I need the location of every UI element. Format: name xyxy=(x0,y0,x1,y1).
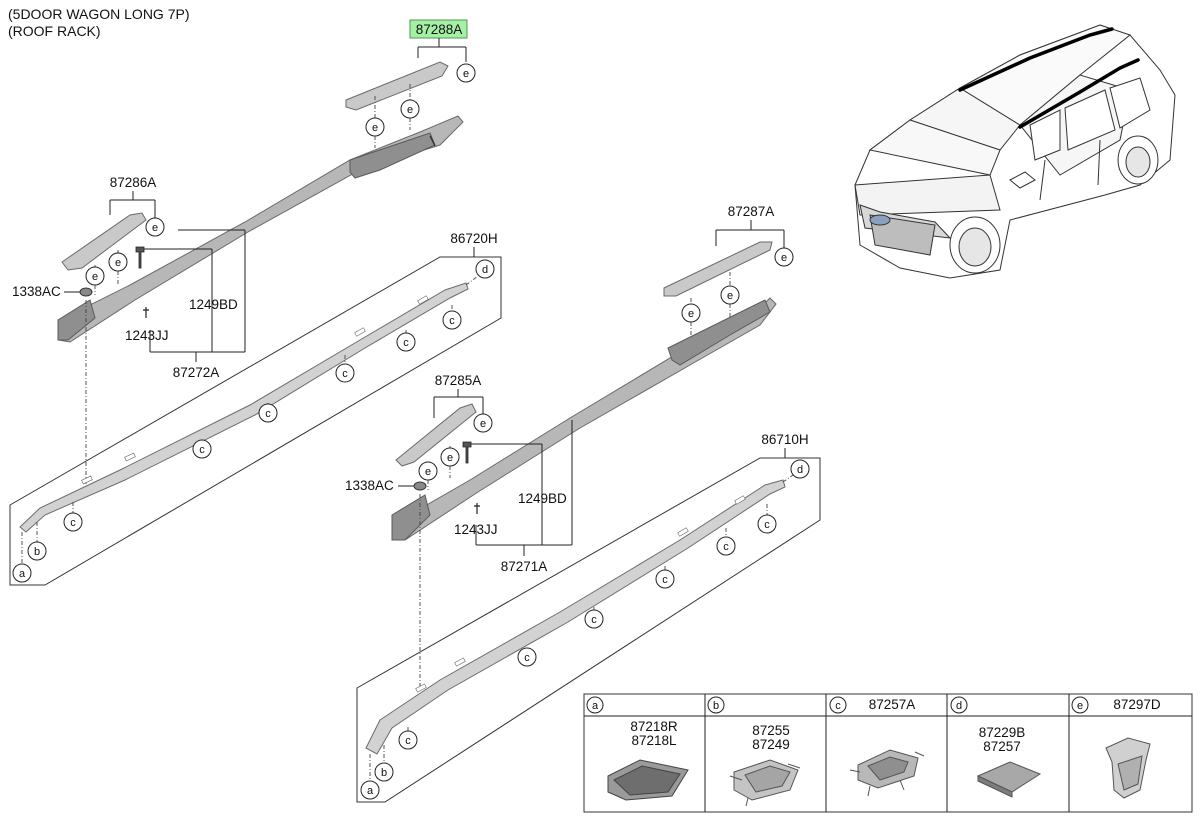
legend-e-part-1[interactable]: 87297D xyxy=(1113,697,1161,712)
legend-b-illustration xyxy=(729,759,801,807)
part-label-1243JJ[interactable]: 1243JJ xyxy=(125,328,169,343)
roof-rail-right-87271A: 87285A e e e 1338AC 1249BD 1243JJ 87271A xyxy=(345,297,777,688)
roof-moulding-86720H: 86720H d c c c c c c b a xyxy=(9,231,502,586)
moulding-clips-c: c c c c c c xyxy=(398,504,777,750)
callout-e: e xyxy=(115,257,121,269)
callout-c: c xyxy=(524,652,530,664)
legend-b-part-1[interactable]: 87255 xyxy=(752,723,790,738)
part-label-86720H[interactable]: 86720H xyxy=(450,231,497,246)
callout-a: a xyxy=(367,785,374,797)
moulding-clips-c: c c c c c c xyxy=(63,305,462,532)
legend-d-part-1[interactable]: 87229B xyxy=(979,725,1026,740)
diagram-header: (5DOOR WAGON LONG 7P) (ROOF RACK) xyxy=(8,6,190,40)
vehicle-illustration xyxy=(854,24,1176,279)
legend-key-a: a xyxy=(592,700,599,712)
callout-c: c xyxy=(342,368,348,380)
legend-a-illustration xyxy=(607,759,689,801)
callout-b: b xyxy=(381,767,387,779)
legend-e-illustration xyxy=(1105,737,1151,799)
callout-c: c xyxy=(199,444,205,456)
callout-c: c xyxy=(70,517,76,529)
rail-cover-87285A[interactable] xyxy=(395,403,477,467)
callout-e: e xyxy=(727,290,733,302)
vehicle-roof-rails-highlight xyxy=(958,27,1140,129)
legend-b-part-2[interactable]: 87249 xyxy=(752,737,790,752)
callout-b: b xyxy=(34,546,40,558)
legend-table: a 87218R 87218L b 87255 87249 c 87257A d… xyxy=(583,693,1193,813)
roof-moulding-right[interactable] xyxy=(365,479,786,755)
callout-e: e xyxy=(152,222,158,234)
callout-c: c xyxy=(403,337,409,349)
callout-c: c xyxy=(662,574,668,586)
callout-e: e xyxy=(447,452,453,464)
legend-d-illustration xyxy=(976,761,1042,798)
header-line-1: (5DOOR WAGON LONG 7P) xyxy=(8,6,190,22)
callout-e: e xyxy=(688,308,694,320)
callout-c: c xyxy=(265,408,271,420)
part-label-87285A[interactable]: 87285A xyxy=(435,373,482,388)
callout-c: c xyxy=(449,315,455,327)
callout-e: e xyxy=(781,252,787,264)
callout-d: d xyxy=(482,264,488,276)
callout-c: c xyxy=(723,541,729,553)
callout-c: c xyxy=(405,735,411,747)
part-label-87272A[interactable]: 87272A xyxy=(173,365,220,380)
legend-d-part-2[interactable]: 87257 xyxy=(983,739,1021,754)
callout-e: e xyxy=(407,104,413,116)
callout-d: d xyxy=(797,464,803,476)
legend-key-d: d xyxy=(956,700,962,712)
part-label-1338AC[interactable]: 1338AC xyxy=(345,478,394,493)
callout-c: c xyxy=(591,614,597,626)
part-label-1249BD[interactable]: 1249BD xyxy=(189,297,238,312)
part-label-87287A[interactable]: 87287A xyxy=(728,204,775,219)
legend-key-e: e xyxy=(1077,700,1083,712)
rail-cover-87287A[interactable] xyxy=(663,241,773,297)
callout-e: e xyxy=(372,122,378,134)
callout-e: e xyxy=(425,466,431,478)
header-line-2: (ROOF RACK) xyxy=(8,23,101,39)
callout-a: a xyxy=(19,568,26,580)
part-label-86710H[interactable]: 86710H xyxy=(761,432,808,447)
part-label-87271A[interactable]: 87271A xyxy=(501,559,548,574)
part-label-1338AC[interactable]: 1338AC xyxy=(12,284,61,299)
part-label-87286A[interactable]: 87286A xyxy=(110,175,157,190)
callout-e: e xyxy=(463,68,469,80)
legend-a-part-2[interactable]: 87218L xyxy=(631,733,677,748)
roof-moulding-left[interactable] xyxy=(19,282,469,533)
callout-e: e xyxy=(92,271,98,283)
legend-c-illustration xyxy=(849,749,925,797)
part-group-87288A: 87288A e e e xyxy=(345,19,476,148)
legend-a-part-1[interactable]: 87218R xyxy=(630,719,678,734)
legend-key-b: b xyxy=(713,700,719,712)
part-group-87287A: 87287A e e e xyxy=(663,204,794,335)
callout-e: e xyxy=(480,418,486,430)
rail-cover-87288A[interactable] xyxy=(345,61,449,111)
legend-key-c: c xyxy=(835,700,841,712)
rail-cover-87286A[interactable] xyxy=(61,212,147,271)
callout-c: c xyxy=(764,519,770,531)
part-label-87288A[interactable]: 87288A xyxy=(416,22,463,37)
legend-c-part-1[interactable]: 87257A xyxy=(869,697,916,712)
roof-moulding-86710H: 86710H d c c c c c c b a xyxy=(356,432,821,803)
part-label-1249BD[interactable]: 1249BD xyxy=(518,491,567,506)
roof-rail-left-87272A: 87286A e e e 1338AC 1249BD 1243JJ 87272A xyxy=(12,115,464,490)
